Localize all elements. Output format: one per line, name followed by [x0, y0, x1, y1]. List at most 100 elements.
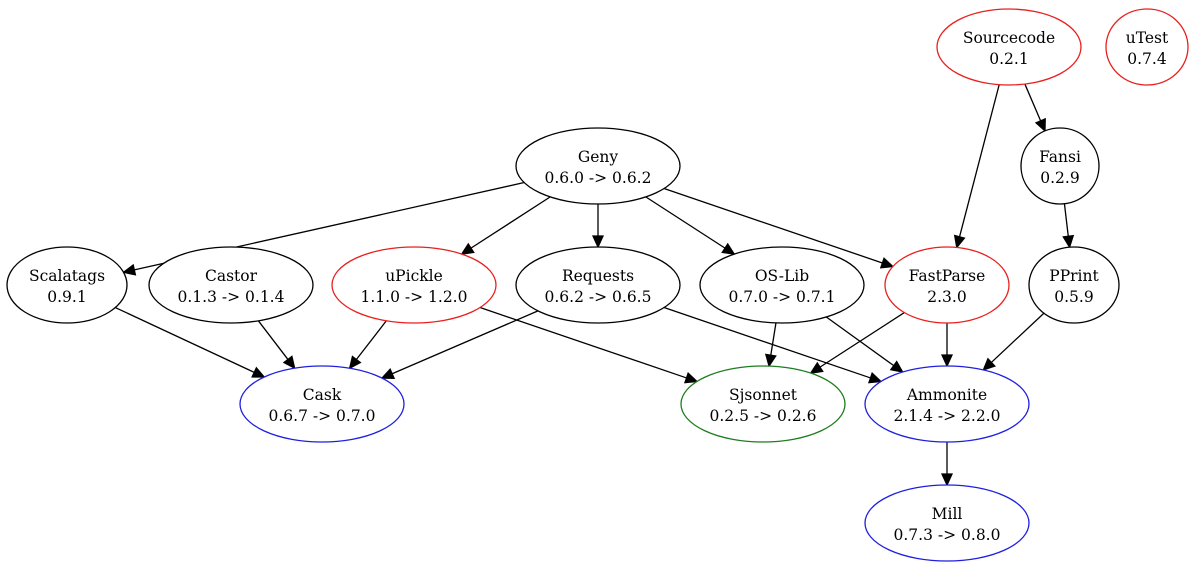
node-name: Ammonite [906, 386, 987, 404]
node-ellipse [1020, 127, 1100, 205]
node-scalatags: Scalatags 0.9.1 [6, 246, 128, 324]
node-version: 0.2.9 [1040, 169, 1079, 187]
node-version: 1.1.0 -> 1.2.0 [361, 288, 468, 306]
edge-line [470, 196, 551, 249]
arrowhead [879, 257, 895, 269]
edge-upickle-to-sjsonnet [479, 306, 699, 384]
node-name: uTest [1126, 29, 1169, 47]
node-ellipse [680, 365, 846, 443]
edge-oslib-to-ammonite [825, 316, 904, 373]
node-name: Sjsonnet [729, 386, 798, 404]
node-name: Cask [303, 386, 342, 404]
node-sourcecode: Sourcecode 0.2.1 [936, 8, 1082, 86]
node-ellipse [515, 246, 681, 324]
arrowhead [380, 367, 396, 380]
arrowhead [982, 357, 996, 372]
edge-fastparse-to-ammonite [940, 323, 954, 368]
edge-line [355, 320, 387, 360]
edge-line [1063, 203, 1069, 237]
edge-sourcecode-to-fastparse [953, 84, 1000, 249]
arrowhead [683, 372, 699, 384]
node-ellipse [6, 246, 128, 324]
node-version: 0.6.7 -> 0.7.0 [269, 407, 376, 425]
edge-castor-to-cask [257, 320, 296, 370]
node-ellipse [515, 127, 681, 205]
edge-geny-to-fastparse [663, 187, 895, 269]
node-ellipse [936, 8, 1082, 86]
edge-scalatags-to-cask [115, 306, 266, 378]
node-name: Mill [932, 505, 963, 523]
node-name: Requests [562, 267, 634, 285]
edge-pprint-to-ammonite [982, 312, 1045, 372]
edge-sourcecode-to-fansi [1024, 83, 1046, 133]
node-version: 2.1.4 -> 2.2.0 [894, 407, 1001, 425]
node-version: 0.7.0 -> 0.7.1 [729, 288, 836, 306]
arrowhead [809, 361, 824, 374]
node-name: PPrint [1049, 267, 1099, 285]
node-version: 0.1.3 -> 0.1.4 [178, 288, 285, 306]
node-name: Fansi [1039, 148, 1081, 166]
node-name: Sourcecode [963, 29, 1055, 47]
node-version: 0.2.1 [989, 50, 1028, 68]
edge-line [663, 187, 883, 264]
arrowhead [1034, 117, 1046, 133]
edge-line [1024, 83, 1042, 122]
edge-line [645, 196, 726, 249]
node-name: uPickle [385, 267, 443, 285]
edge-fastparse-to-sjsonnet [809, 312, 905, 374]
edge-geny-to-requests [591, 204, 605, 249]
arrowhead [940, 473, 954, 487]
edge-line [257, 320, 289, 360]
node-version: 2.3.0 [927, 288, 966, 306]
edge-fansi-to-pprint [1062, 203, 1075, 249]
node-ellipse [699, 246, 865, 324]
node-ellipse [148, 246, 314, 324]
node-ellipse [864, 365, 1030, 443]
node-version: 0.6.0 -> 0.6.2 [545, 169, 652, 187]
edge-oslib-to-sjsonnet [764, 322, 777, 368]
edge-line [819, 312, 905, 368]
arrowhead [867, 372, 883, 384]
edge-line [479, 306, 687, 379]
arrowhead [889, 360, 904, 373]
edge-line [770, 322, 777, 356]
node-version: 0.9.1 [47, 288, 86, 306]
arrowhead [721, 242, 736, 255]
edge-ammonite-to-mill [940, 442, 954, 487]
edge-geny-to-oslib [645, 196, 736, 255]
node-ellipse [1028, 246, 1120, 324]
arrowhead [348, 355, 362, 370]
edge-line [990, 312, 1045, 363]
node-version: 0.7.4 [1127, 50, 1167, 68]
node-ellipse [331, 246, 497, 324]
node-ellipse [884, 246, 1010, 324]
node-name: OS-Lib [755, 267, 809, 285]
edge-requests-to-ammonite [663, 306, 883, 384]
node-version: 0.7.3 -> 0.8.0 [894, 526, 1001, 544]
node-pprint: PPrint 0.5.9 [1028, 246, 1120, 324]
arrowhead [953, 234, 966, 249]
arrowhead [460, 242, 475, 255]
arrowhead [940, 354, 954, 368]
node-version: 0.2.5 -> 0.2.6 [710, 407, 817, 425]
edge-geny-to-upickle [460, 196, 551, 255]
arrowhead [591, 235, 605, 249]
node-ellipse [864, 484, 1030, 562]
node-name: Scalatags [29, 267, 105, 285]
edge-line [663, 306, 871, 379]
arrowhead [251, 366, 266, 378]
node-version: 0.5.9 [1054, 288, 1093, 306]
edge-requests-to-cask [380, 310, 539, 380]
arrowhead [764, 353, 777, 368]
node-fastparse: FastParse 2.3.0 [884, 246, 1010, 324]
node-castor: Castor 0.1.3 -> 0.1.4 [148, 246, 314, 324]
node-name: FastParse [909, 267, 986, 285]
edge-line [115, 306, 255, 373]
node-name: Castor [205, 267, 258, 285]
node-upickle: uPickle 1.1.0 -> 1.2.0 [331, 246, 497, 324]
node-fansi: Fansi 0.2.9 [1020, 127, 1100, 205]
node-ammonite: Ammonite 2.1.4 -> 2.2.0 [864, 365, 1030, 443]
